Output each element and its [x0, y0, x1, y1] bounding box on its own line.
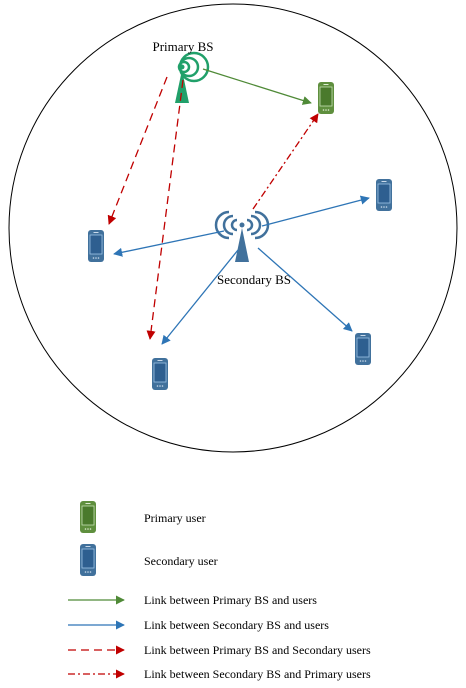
link-primary-bs-to-primary-user [202, 68, 312, 105]
link-primary-bs-to-secondary-user-b [146, 79, 184, 340]
link-secondary-bs-to-primary-user [252, 113, 319, 210]
legend-primary-user-label: Primary user [144, 511, 206, 525]
link-secondary-bs-to-user-2 [113, 230, 225, 257]
link-secondary-bs-to-user-1 [261, 195, 370, 227]
secondary-user-phone-icon [354, 332, 372, 366]
legend-link-primary-secondary-label: Link between Primary BS and Secondary us… [144, 643, 371, 657]
primary-bs-label: Primary BS [152, 39, 213, 54]
secondary-user-phone-icon [151, 357, 169, 391]
primary-bs-tower-icon [175, 51, 210, 103]
legend-link-secondary-label: Link between Secondary BS and users [144, 618, 329, 632]
secondary-bs-label: Secondary BS [217, 272, 291, 287]
legend-primary-user-icon [79, 500, 97, 534]
legend-link-secondary-primary-label: Link between Secondary BS and Primary us… [144, 667, 371, 681]
secondary-user-phone-icon [87, 229, 105, 263]
legend-secondary-user-label: Secondary user [144, 554, 218, 568]
secondary-user-phone-icon [375, 178, 393, 212]
primary-user-phone-icon [317, 81, 335, 115]
coverage-area [8, 3, 458, 453]
legend-secondary-user-icon [79, 543, 97, 577]
secondary-bs-tower-icon [214, 210, 270, 262]
link-primary-bs-to-secondary-user-a [107, 76, 168, 225]
legend-link-primary-label: Link between Primary BS and users [144, 593, 317, 607]
legend: Primary user Secondary user Link between… [68, 500, 371, 681]
link-secondary-bs-to-user-4 [257, 247, 353, 332]
link-secondary-bs-to-user-3 [161, 249, 239, 345]
